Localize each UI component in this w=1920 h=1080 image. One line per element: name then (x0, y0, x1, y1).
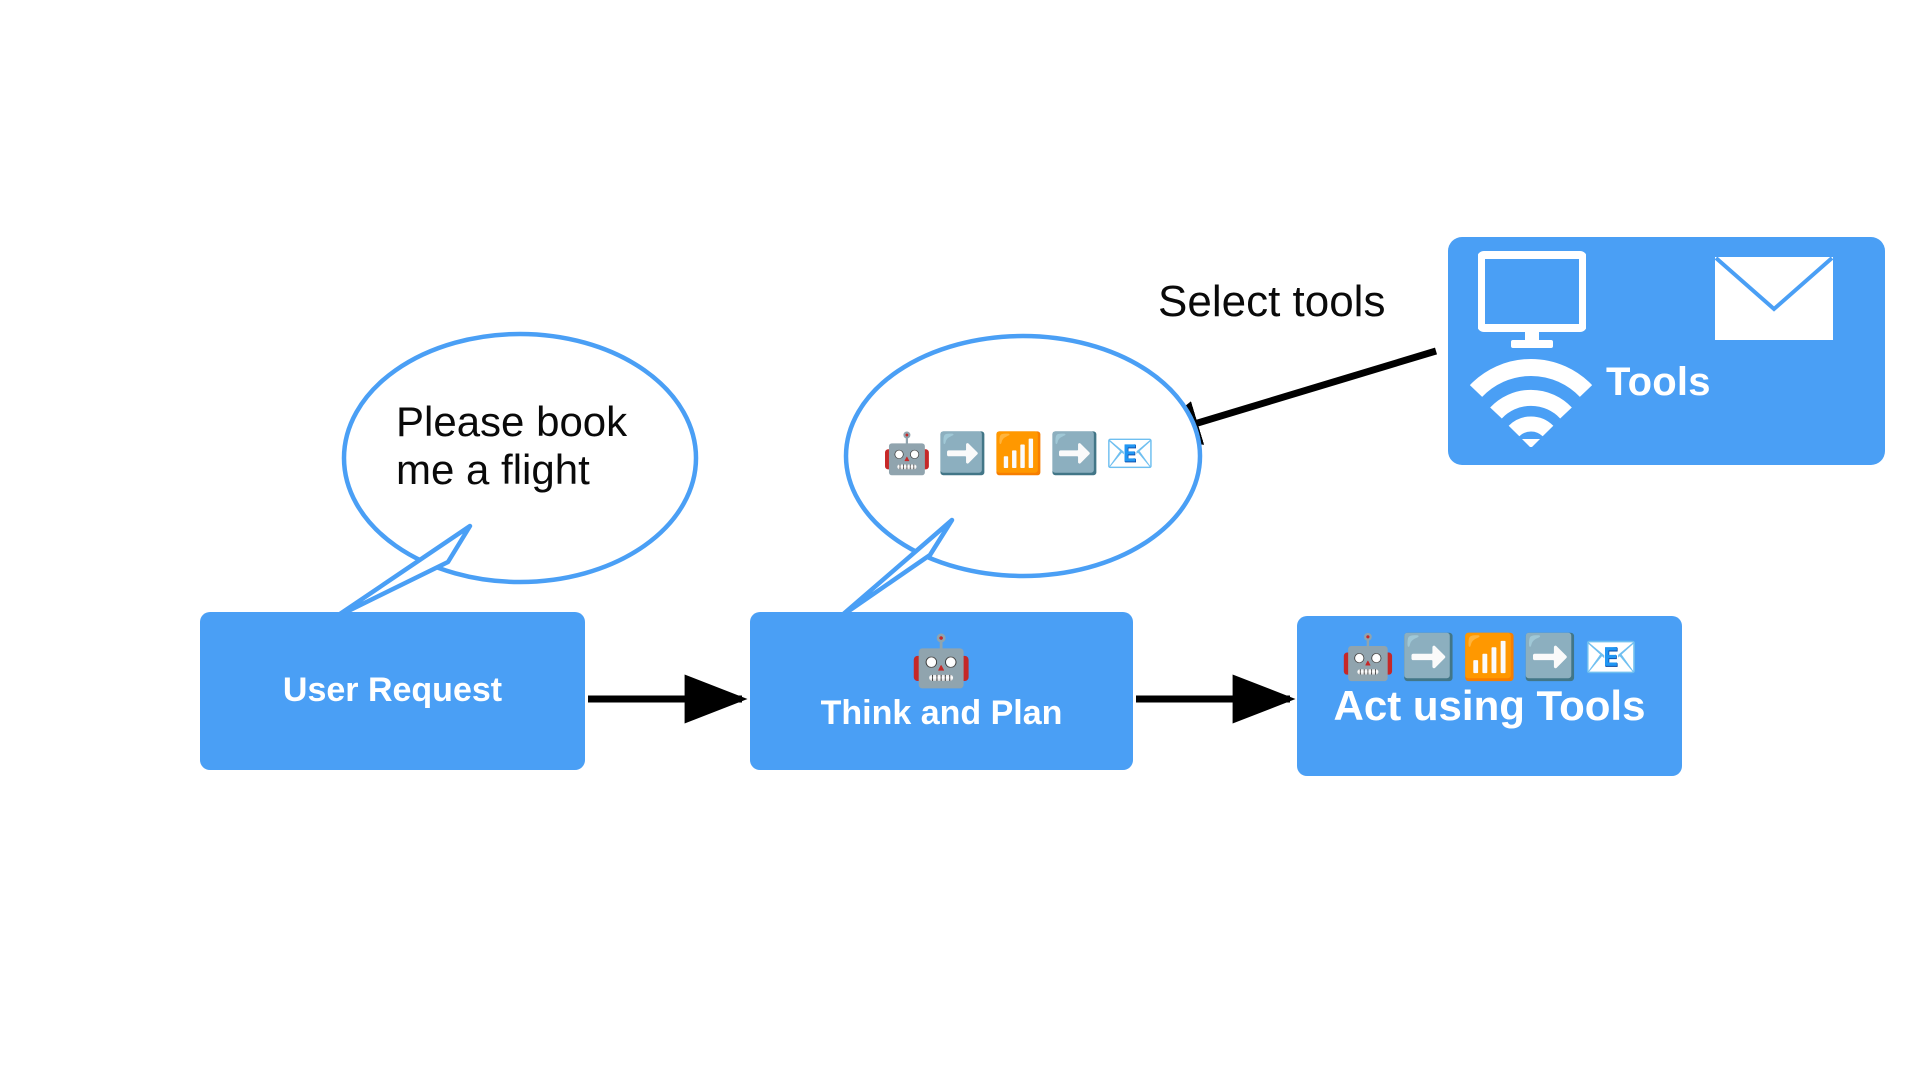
bubble-ellipse (341, 331, 699, 585)
plan-speech-bubble (837, 333, 1203, 620)
select-tools-label: Select tools (1158, 277, 1386, 326)
flow-box-act-using-tools[interactable]: 🤖 ➡️ 📶 ➡️ 📧 Act using Tools (1297, 616, 1682, 776)
user-speech-bubble (331, 331, 699, 621)
wifi-icon: 📶 (993, 431, 1044, 477)
bubble-tail (331, 523, 473, 621)
right-arrow-icon: ➡️ (1401, 632, 1457, 683)
think-robot-icon-row: 🤖 (910, 636, 972, 686)
bubble-ellipse (843, 333, 1203, 579)
flow-box-label: User Request (282, 671, 503, 710)
act-icon-row: 🤖 ➡️ 📶 ➡️ 📧 (1341, 636, 1639, 680)
bubble-tail (837, 517, 955, 620)
right-arrow-icon: ➡️ (1049, 431, 1100, 477)
robot-icon: 🤖 (910, 632, 973, 690)
robot-icon: 🤖 (882, 431, 932, 477)
envelope-icon (1714, 256, 1834, 340)
monitor-icon (1478, 251, 1586, 348)
wifi-icon (1470, 359, 1592, 447)
wifi-icon: 📶 (1462, 632, 1517, 683)
robot-icon: 🤖 (1340, 632, 1396, 683)
right-arrow-icon: ➡️ (1522, 632, 1578, 683)
tools-panel[interactable]: Tools (1448, 237, 1885, 465)
email-icon: 📧 (1105, 431, 1156, 477)
flow-box-user-request[interactable]: User Request (200, 612, 585, 770)
plan-bubble-icon-row: 🤖 ➡️ 📶 ➡️ 📧 (882, 434, 1155, 474)
tools-panel-label: Tools (1606, 360, 1711, 404)
flow-box-label: Think and Plan (820, 694, 1063, 732)
select-tools-arrow (1143, 347, 1438, 445)
right-arrow-icon: ➡️ (937, 431, 988, 477)
flow-box-label: Act using Tools (1333, 682, 1646, 729)
flow-box-think-and-plan[interactable]: 🤖 Think and Plan (750, 612, 1133, 770)
email-icon: 📧 (1583, 632, 1639, 683)
user-bubble-text: Please book me a flight (396, 398, 628, 494)
